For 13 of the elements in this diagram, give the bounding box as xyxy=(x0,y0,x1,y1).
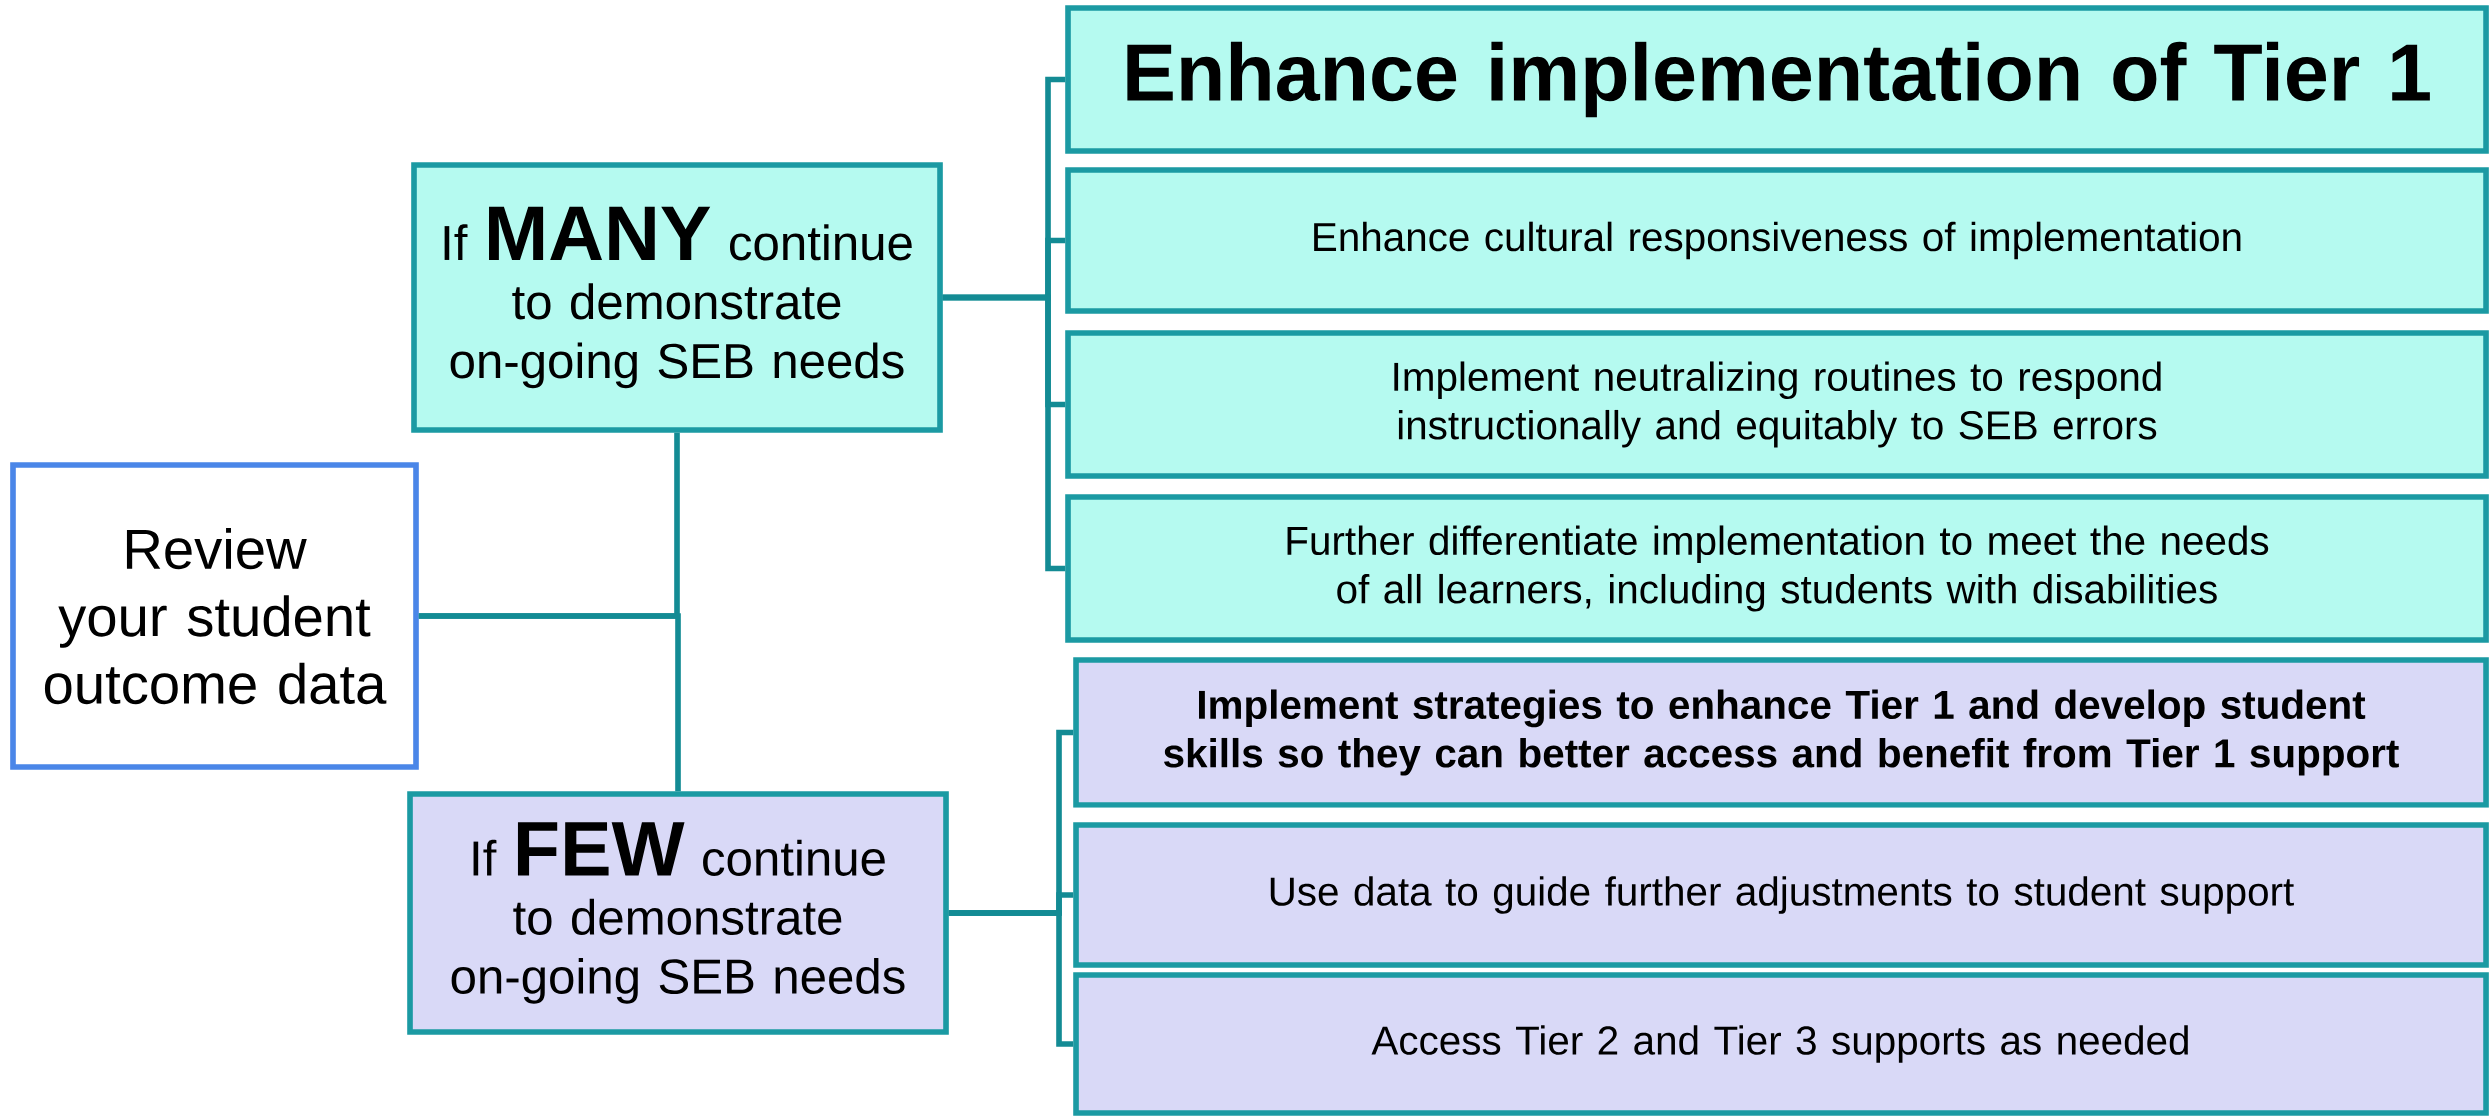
action-box: Implement neutralizing routines to respond instructionally and equitably to SEB errors xyxy=(1065,330,2489,479)
start-box: Review your student outcome data xyxy=(10,462,419,770)
action-box: Further differentiate implementation to meet the needs of all learners, including students with disabilities xyxy=(1065,494,2489,643)
action-box: Implement strategies to enhance Tier 1 and develop student skills so they can better access and benefit from Tier 1 support xyxy=(1073,657,2489,808)
action-box: Use data to guide further adjustments to student support xyxy=(1073,822,2489,968)
connector-line xyxy=(948,910,1074,1047)
action-box: Access Tier 2 and Tier 3 supports as needed xyxy=(1073,972,2489,1116)
connector-line xyxy=(942,294,1066,572)
condition-box: If MANY continue to demonstrate on-going SEB needs xyxy=(411,162,943,433)
heading-box: Enhance implementation of Tier 1 xyxy=(1065,5,2489,154)
connector-line xyxy=(418,613,681,792)
condition-box: If FEW continue to demonstrate on-going SEB needs xyxy=(407,791,949,1035)
action-box: Enhance cultural responsiveness of implementation xyxy=(1065,167,2489,314)
